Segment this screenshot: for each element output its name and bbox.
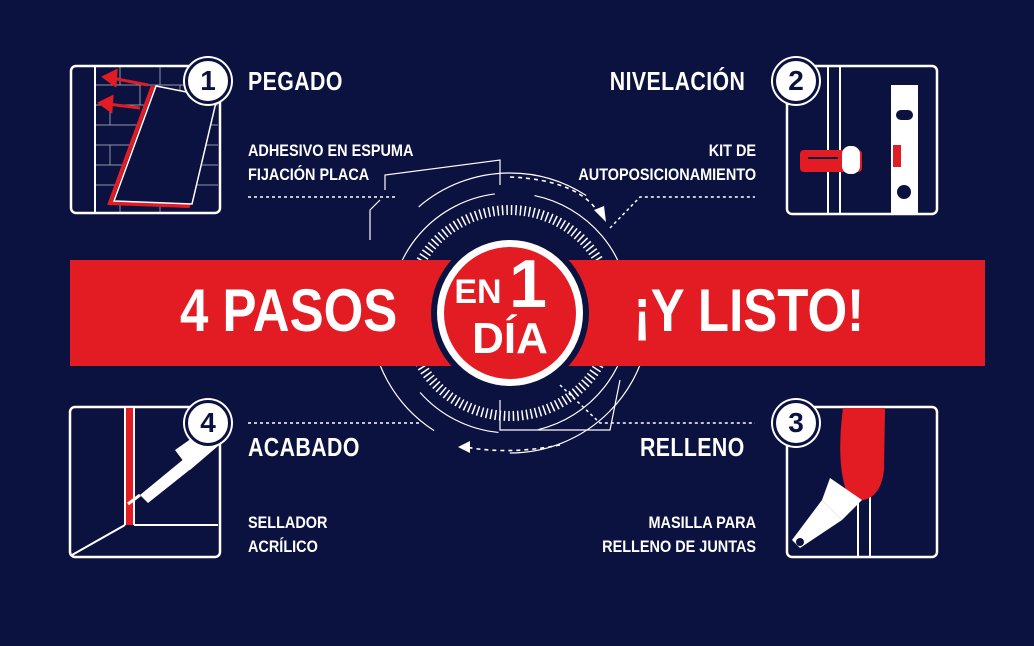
- step-4-title: ACABADO: [248, 432, 360, 462]
- step-2-desc-line-2: AUTOPOSICIONAMIENTO: [578, 165, 756, 184]
- step-4-illustration: [68, 405, 225, 559]
- step-1-number: 1: [185, 58, 231, 104]
- cycle-arrows: [464, 176, 601, 452]
- step-1-description: ADHESIVO EN ESPUMA FIJACIÓN PLACA: [248, 139, 413, 187]
- banner-right-text: ¡Y LISTO!: [633, 277, 864, 344]
- badge-digit-text: 1: [509, 246, 547, 322]
- step-3-desc-line-1: MASILLA PARA: [648, 513, 756, 532]
- step-2-title: NIVELACIÓN: [609, 66, 745, 96]
- step-2-desc-line-1: KIT DE: [708, 141, 756, 160]
- arrow-head-bottom: [458, 441, 470, 453]
- step-3-title: RELLENO: [640, 432, 745, 462]
- arrow-head-top: [594, 206, 606, 222]
- en-1-dia-badge: EN 1 DÍA: [431, 234, 589, 392]
- step-4-desc-line-2: ACRÍLICO: [248, 537, 318, 556]
- step-4-number: 4: [185, 400, 231, 446]
- step-3-description: MASILLA PARA RELLENO DE JUNTAS: [602, 511, 756, 559]
- step-3-illustration: [785, 405, 939, 559]
- step-4-description: SELLADOR ACRÍLICO: [248, 511, 327, 559]
- step-2-number: 2: [773, 58, 819, 104]
- badge-top-text: EN: [454, 273, 501, 311]
- step-1-illustration: [69, 64, 222, 215]
- step-1-title: PEGADO: [248, 66, 343, 96]
- badge-bottom-text: DÍA: [472, 313, 548, 363]
- banner-left-text: 4 PASOS: [180, 277, 398, 344]
- step-4-desc-line-1: SELLADOR: [248, 513, 328, 532]
- step-3-desc-line-2: RELLENO DE JUNTAS: [602, 537, 756, 556]
- step-1-desc-line-2: FIJACIÓN PLACA: [248, 165, 370, 184]
- step-3-number: 3: [773, 400, 819, 446]
- step-2-illustration: [785, 64, 939, 216]
- step-2-description: KIT DE AUTOPOSICIONAMIENTO: [578, 139, 756, 187]
- step-1-desc-line-1: ADHESIVO EN ESPUMA: [248, 141, 414, 160]
